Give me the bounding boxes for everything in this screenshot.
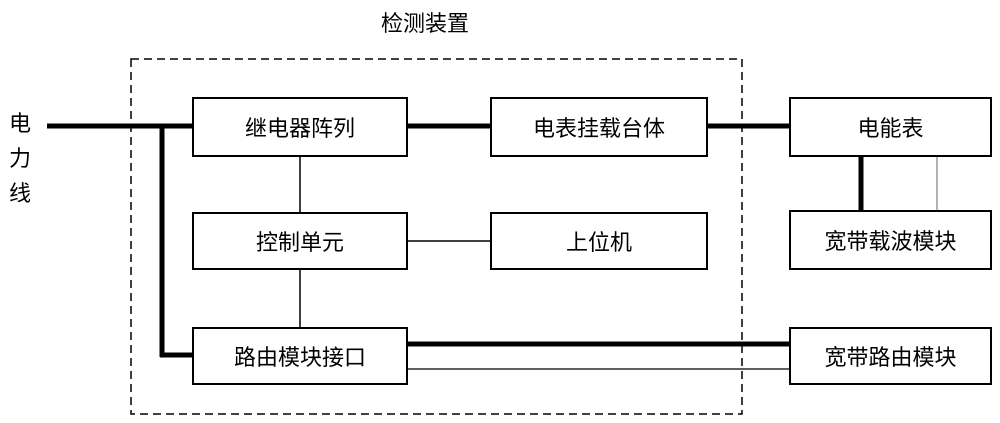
power-line-char: 电 [8, 112, 31, 137]
power-line-char: 力 [8, 147, 31, 172]
energy-meter-block: 电能表 [789, 97, 992, 157]
host-pc-block: 上位机 [490, 212, 708, 270]
route-module-block: 宽带路由模块 [789, 327, 992, 385]
route-interface-block: 路由模块接口 [192, 327, 408, 385]
device-title: 检测装置 [381, 12, 470, 37]
carrier-module-block: 宽带载波模块 [789, 210, 992, 270]
power-line-label: 电 力 线 [6, 107, 34, 212]
relay-array-block: 继电器阵列 [192, 97, 408, 157]
meter-mount-block: 电表挂载台体 [490, 97, 708, 157]
power-line-char: 线 [8, 182, 31, 207]
device-boundary [130, 58, 743, 415]
control-unit-block: 控制单元 [192, 212, 408, 270]
